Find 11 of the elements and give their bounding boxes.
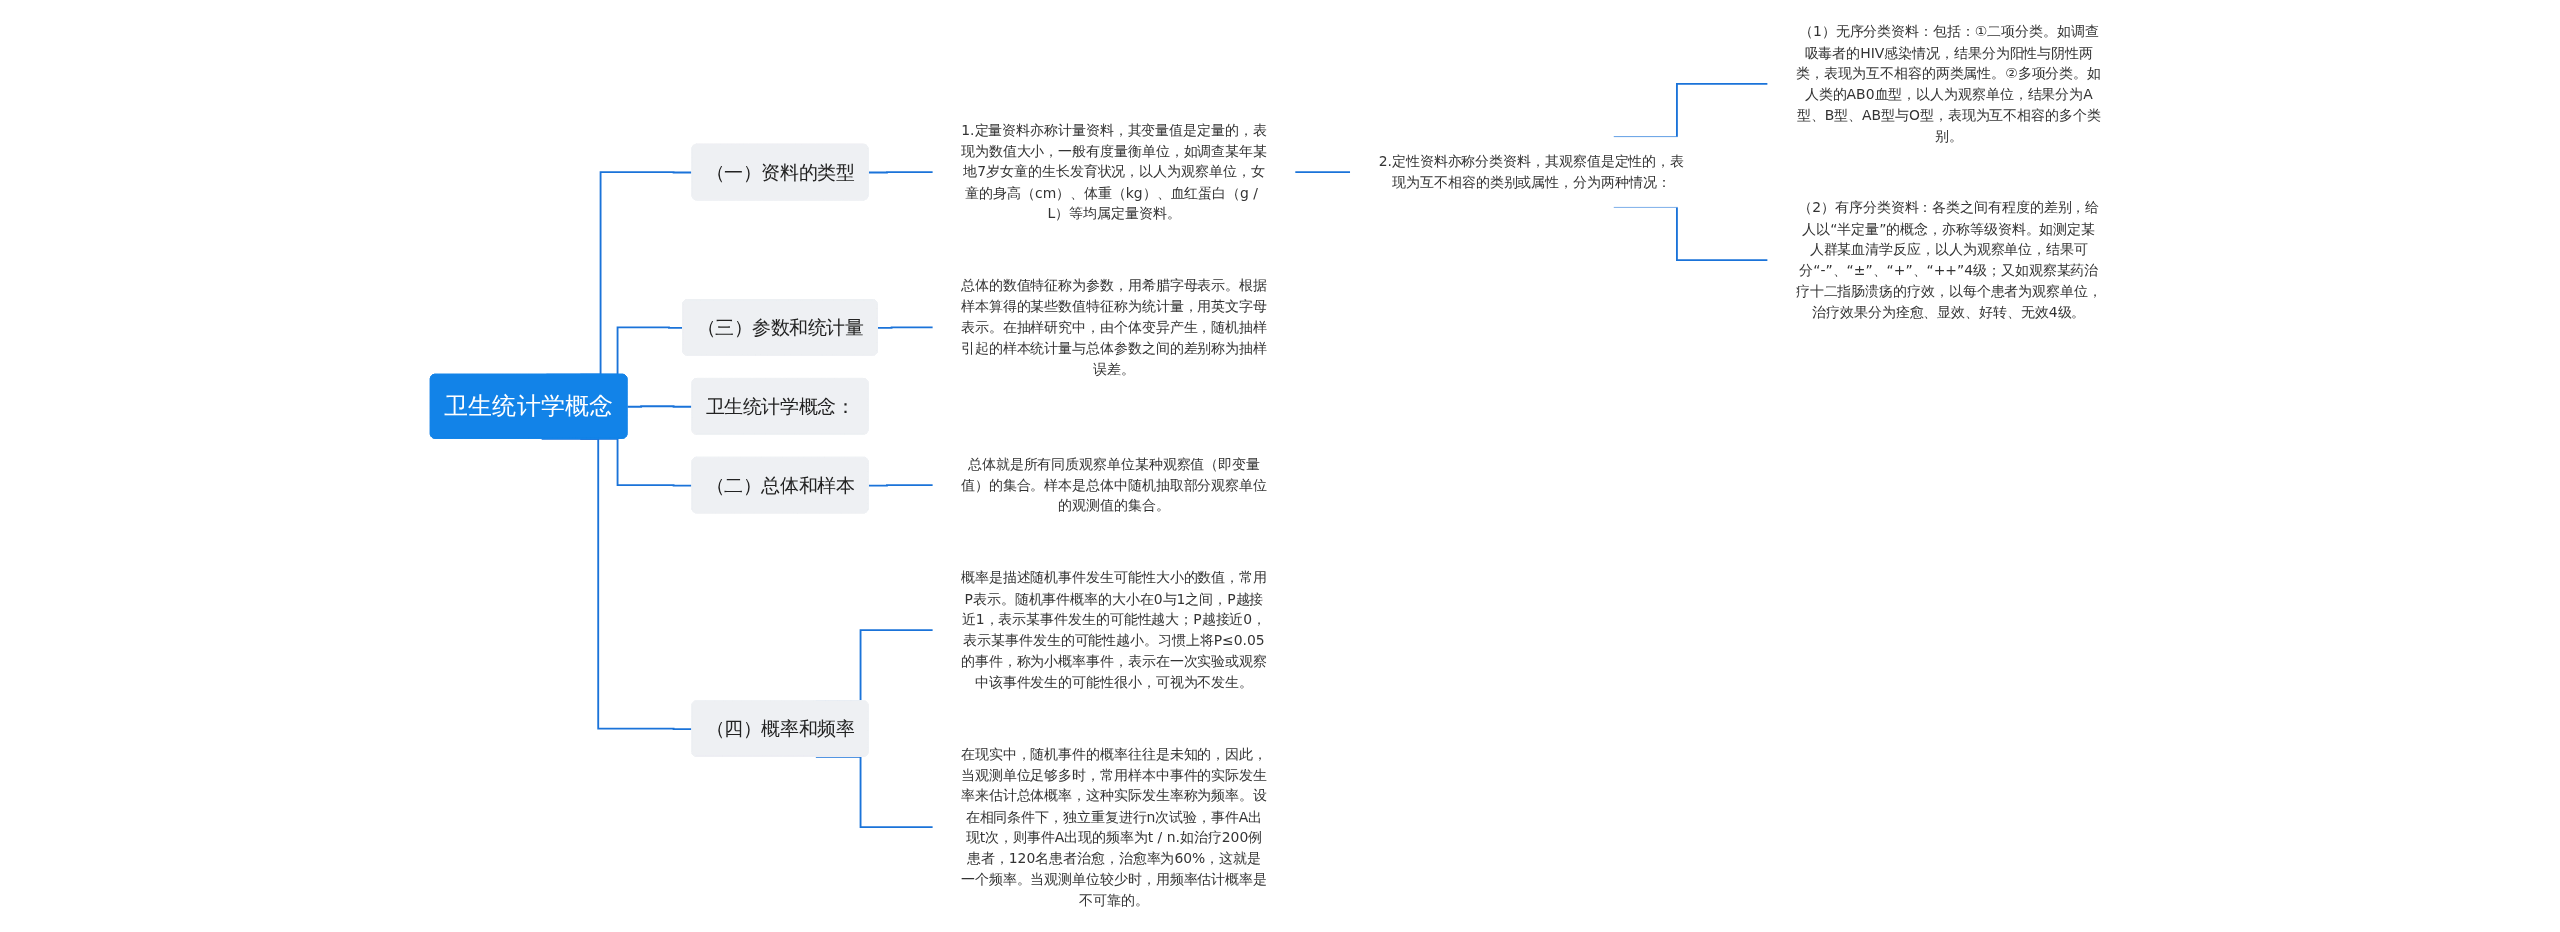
- node-text: （1）无序分类资料：包括：①二项分类。如调查吸毒者的HIV感染情况，结果分为阳性与阴性两类，表现为互不相容的两类属性。②多项分类。如人类的AB0血型，以人为观察单位，结果分为A型、B型、AB型与O型，表现为互不相容的多个类别。: [1796, 23, 2102, 145]
- connector: [876, 326, 934, 329]
- node-text: 1.定量资料亦称计量资料，其变量值是定量的，表现为数值大小，一般有度量衡单位，如调查某年某地7岁女童的生长发育状况，以人为观察单位，女童的身高（cm）、体重（kg）、血红蛋白（g / L）等均属定量资料。: [960, 121, 1268, 222]
- node-text: （2）有序分类资料：各类之间有程度的差别，给人以“半定量”的概念，亦称等级资料。如测定某人群某血清学反应，以人为观察单位，结果可分“-”、“±”、“+”、“++”4级；又如观察某药治疗十二指肠溃疡的疗效，以每个患者为观察单位，治疗效果分为痊愈、显效、好转、无效4级。: [1795, 199, 2102, 321]
- connector: [867, 171, 934, 174]
- connector: [1293, 171, 1352, 173]
- connector: [867, 484, 934, 487]
- node-text: 总体就是所有同质观察单位某种观察值（即变量值）的集合。样本是总体中随机抽取部分观察单位的观测值的集合。: [960, 455, 1268, 515]
- node-text: 总体的数值特征称为参数，用希腊字母表示。根据样本算得的某些数值特征称为统计量，用英文字母表示。在抽样研究中，由个体变异产生，随机抽样引起的样本统计量与总体参数之间的差别称为抽样误差。: [960, 277, 1268, 378]
- node-text: 在现实中，随机事件的概率往往是未知的，因此，当观测单位足够多时，常用样本中事件的实际发生率来估计总体概率，这种实际发生率称为频率。设在相同条件下，独立重复进行n次试验，事件A出现t次，则事件A出现的频率为t / n.如治疗200例患者，120名患者治愈，治愈率为60%，这就是一个频率。当观测单位较少时，用频率估计概率是不可靠的。: [960, 745, 1268, 909]
- node-text: 概率是描述随机事件发生可能性大小的数值，常用P表示。随机事件概率的大小在0与1之间，P越接近1，表示某事件发生的可能性越大；P越接近0，表示某事件发生的可能性越小。习惯上将P≤0.05的事件，称为小概率事件，表示在一次实验或观察中该事件发生的可能性很小，可视为不发生。: [960, 569, 1268, 691]
